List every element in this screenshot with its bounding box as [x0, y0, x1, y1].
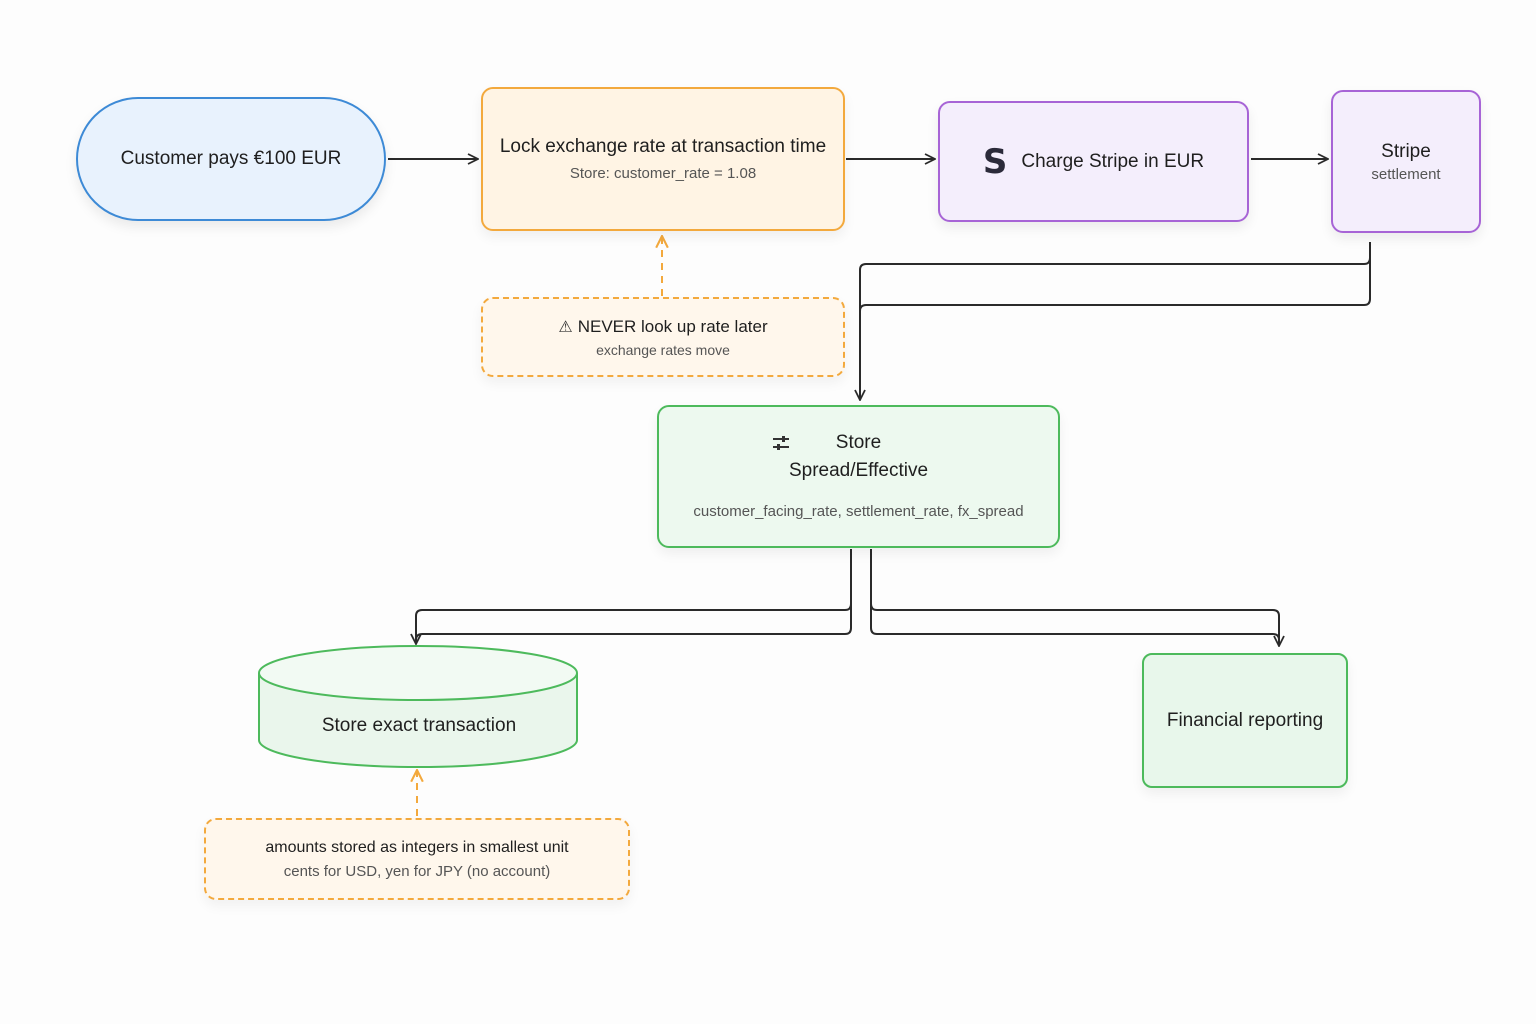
stripe-logo-icon: S	[982, 141, 1008, 182]
customer-pays-label: Customer pays €100 EUR	[120, 148, 342, 169]
integers-note-subtitle: cents for USD, yen for JPY (no account)	[283, 863, 551, 880]
customer-pays-node: Customer pays €100 EUR	[76, 97, 386, 221]
never-lookup-title-row: ⚠NEVER look up rate later	[558, 316, 767, 339]
warning-icon: ⚠	[558, 318, 573, 336]
arrow-store-to-exact-inner	[415, 549, 852, 644]
charge-stripe-node: S Charge Stripe in EUR	[938, 101, 1249, 222]
financial-reporting-label: Financial reporting	[1166, 709, 1324, 731]
stripe-settlement-title: Stripe	[1381, 140, 1431, 162]
sliders-icon	[773, 436, 789, 450]
store-spread-subtitle: customer_facing_rate, settlement_rate, f…	[693, 503, 1024, 520]
arrow-settlement-to-store-outer	[860, 242, 1371, 400]
charge-stripe-label: Charge Stripe in EUR	[1021, 150, 1205, 172]
integers-note: amounts stored as integers in smallest u…	[204, 818, 630, 900]
lock-rate-node: Lock exchange rate at transaction time S…	[481, 87, 845, 231]
never-lookup-subtitle: exchange rates move	[596, 341, 730, 358]
store-spread-title: Store Spread/Effective	[657, 430, 1060, 484]
arrow-store-to-report-outer	[870, 549, 1279, 646]
store-spread-title-line1: Store	[835, 432, 882, 453]
never-lookup-note: ⚠NEVER look up rate later exchange rates…	[481, 297, 845, 377]
never-lookup-title: NEVER look up rate later	[577, 316, 768, 336]
financial-reporting-node: Financial reporting	[1142, 653, 1348, 788]
stripe-settlement-node: Stripe settlement	[1331, 90, 1481, 233]
lock-rate-subtitle: Store: customer_rate = 1.08	[569, 165, 757, 182]
store-exact-node: Store exact transaction	[260, 700, 578, 752]
arrow-store-to-exact-outer	[416, 549, 852, 644]
arrow-store-to-report-inner	[870, 549, 1280, 646]
stripe-settlement-subtitle: settlement	[1371, 165, 1441, 183]
arrow-settlement-to-store-inner	[859, 242, 1371, 400]
store-spread-title-line2: Spread/Effective	[788, 460, 929, 481]
lock-rate-title: Lock exchange rate at transaction time	[499, 136, 827, 157]
integers-note-title: amounts stored as integers in smallest u…	[265, 839, 569, 856]
store-exact-label: Store exact transaction	[321, 715, 517, 736]
store-spread-node	[657, 405, 1060, 548]
